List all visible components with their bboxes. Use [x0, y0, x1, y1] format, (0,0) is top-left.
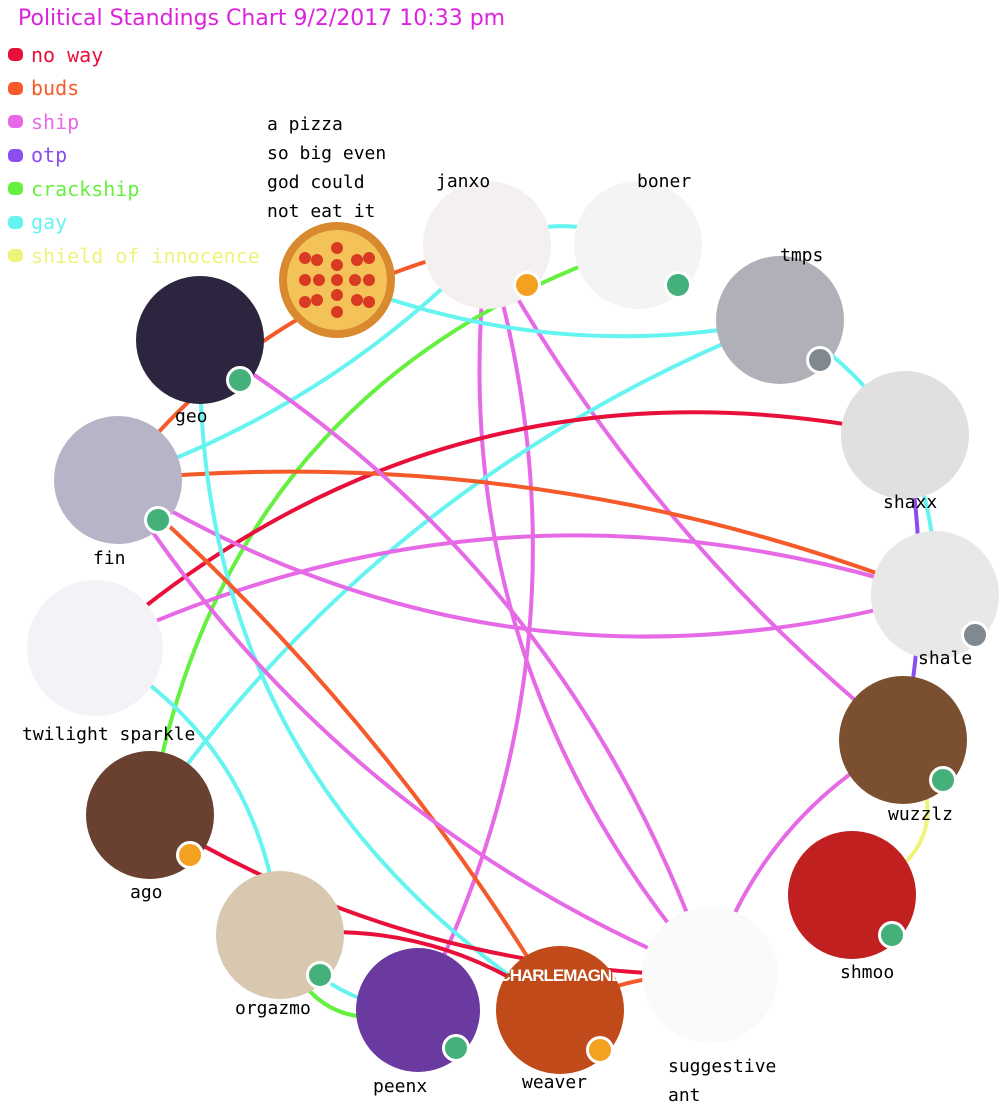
- person-name: orgazmo: [235, 998, 311, 1019]
- relation-line-buds: [116, 469, 937, 597]
- relation-line-ship: [93, 533, 937, 650]
- legend-swatch: [8, 48, 23, 62]
- person-name: janxo: [436, 171, 491, 192]
- status-dot: [960, 620, 989, 649]
- legend-item-crackship: crackship: [8, 172, 260, 206]
- status-dot: [442, 1034, 471, 1063]
- legend-swatch: [8, 182, 23, 196]
- avatar: [841, 371, 969, 499]
- pizza-caption: a pizza so big even god could not eat it: [267, 110, 386, 226]
- person-name: geo: [175, 406, 208, 427]
- relation-line-no-way: [93, 410, 907, 650]
- person-name: fin: [93, 548, 126, 569]
- status-dot: [928, 765, 957, 794]
- legend-label: no way: [31, 42, 104, 67]
- relation-line-gay: [197, 338, 562, 1012]
- legend-label: buds: [31, 76, 80, 101]
- legend-label: crackship: [31, 176, 140, 201]
- legend-item-gay: gay: [8, 206, 260, 240]
- relation-line-gay: [148, 318, 782, 817]
- status-dot: [663, 270, 692, 299]
- status-dot: [805, 345, 834, 374]
- legend-label: otp: [31, 143, 68, 168]
- legend-label: gay: [31, 210, 68, 235]
- pizza-caption-line: so big even: [267, 143, 387, 164]
- avatar: [642, 907, 778, 1043]
- legend-swatch: [8, 148, 23, 162]
- relation-line-gay: [335, 278, 782, 339]
- avatar: [27, 580, 163, 716]
- relation-line-no-way: [148, 813, 712, 977]
- person-name: weaver: [522, 1072, 588, 1093]
- pizza-caption-line: a pizza: [267, 114, 343, 135]
- relation-line-ship: [116, 478, 712, 977]
- status-dot: [175, 840, 204, 869]
- status-dot: [143, 505, 172, 534]
- person-name: shmoo: [840, 962, 895, 983]
- person-name: wuzzlz: [888, 804, 954, 825]
- legend-label: ship: [31, 109, 80, 134]
- pizza-caption-line: not eat it: [267, 201, 376, 222]
- person-name: ago: [130, 882, 163, 903]
- legend-swatch: [8, 81, 23, 95]
- person-name: twilight sparkle: [22, 724, 196, 745]
- legend-swatch: [8, 249, 23, 263]
- legend-label: shield of innocence: [31, 243, 260, 268]
- relation-line-ship: [477, 243, 712, 977]
- relation-line-buds: [116, 478, 562, 1012]
- status-dot: [305, 960, 334, 989]
- person-name: suggestive ant: [668, 1056, 777, 1106]
- legend-item-shield-of-innocence: shield of innocence: [8, 239, 260, 273]
- person-name: shale: [918, 648, 973, 669]
- legend: no way buds ship otp crackship gay shiel…: [8, 38, 260, 273]
- pizza-image: [279, 222, 395, 338]
- legend-item-buds: buds: [8, 72, 260, 106]
- legend-item-otp: otp: [8, 139, 260, 173]
- status-dot: [225, 365, 254, 394]
- person-name: shaxx: [883, 492, 938, 513]
- status-dot: [512, 270, 541, 299]
- relation-line-ship: [116, 478, 937, 639]
- chart-title: Political Standings Chart 9/2/2017 10:33…: [18, 6, 506, 31]
- legend-swatch: [8, 115, 23, 129]
- avatar-banner-text: CHARLEMAGNE: [498, 966, 622, 985]
- person-name: boner: [637, 171, 692, 192]
- relation-line-ship: [198, 338, 712, 977]
- person-name: peenx: [373, 1076, 428, 1097]
- status-dot: [877, 920, 906, 949]
- legend-item-no-way: no way: [8, 38, 260, 72]
- person-name: tmps: [780, 245, 824, 266]
- legend-item-ship: ship: [8, 105, 260, 139]
- status-dot: [585, 1035, 614, 1064]
- pizza-caption-line: god could: [267, 172, 365, 193]
- legend-swatch: [8, 215, 23, 229]
